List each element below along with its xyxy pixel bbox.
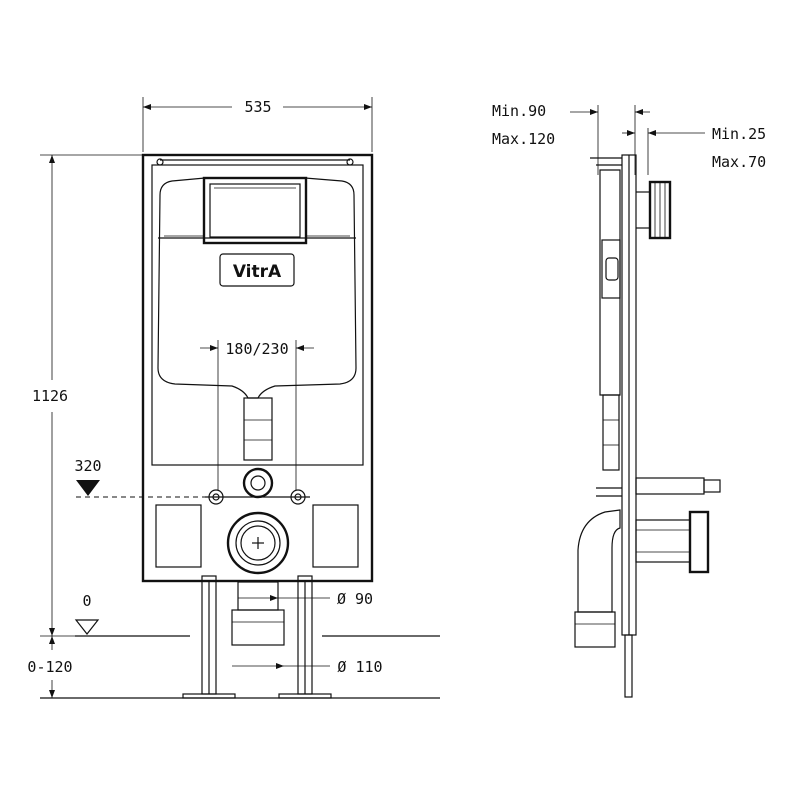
flush-spacing-dimension: 180/230	[200, 340, 314, 490]
inlet-height-label: 320	[74, 457, 101, 475]
depth-dimension: Min.90 Max.120	[492, 102, 650, 175]
height-dimension: 1126	[32, 154, 143, 637]
side-view: Min.90 Max.120 Min.25 Max.70	[492, 102, 766, 698]
floor-range-dimension: 0-120	[27, 636, 73, 698]
width-dimension: 535	[142, 97, 373, 152]
inlet-height-marker: 320	[74, 457, 205, 498]
side-drain-elbow	[574, 509, 621, 648]
wall-dimension: Min.25 Max.70	[622, 125, 766, 175]
height-dim-label: 1126	[32, 387, 68, 405]
pipe-inner-dimension: Ø 90	[238, 590, 373, 608]
floor-level-marker: 0	[74, 592, 100, 635]
side-inlet-stud	[596, 477, 721, 497]
flush-spacing-label: 180/230	[225, 340, 288, 358]
pipe-outer-dimension: Ø 110	[232, 658, 383, 676]
flush-pipe	[243, 397, 273, 461]
floor-level-label: 0	[82, 592, 91, 610]
brand-logo: VitrA	[219, 253, 295, 287]
left-panel	[155, 504, 202, 568]
pipe-inner-label: Ø 90	[337, 590, 373, 608]
side-flush-button	[636, 180, 672, 240]
width-dim-label: 535	[244, 98, 271, 116]
depth-min-label: Min.90	[492, 102, 546, 120]
legs	[182, 575, 332, 699]
front-view: 535 1126 0-120 0	[27, 97, 440, 699]
side-frame	[590, 154, 637, 698]
wall-max-label: Max.70	[712, 153, 766, 171]
pipe-outer-label: Ø 110	[337, 658, 382, 676]
connection-bracket	[205, 467, 310, 505]
right-panel	[312, 504, 359, 568]
side-cistern	[599, 169, 621, 471]
brand-logo-text: VitrA	[233, 262, 282, 282]
depth-max-label: Max.120	[492, 130, 555, 148]
cistern-tank	[157, 177, 357, 399]
wall-min-label: Min.25	[712, 125, 766, 143]
side-bowl-connector	[635, 510, 710, 574]
bowl-connector	[226, 511, 290, 575]
flush-valve-housing	[202, 176, 308, 245]
floor-range-label: 0-120	[27, 658, 72, 676]
drain-pipe	[231, 581, 285, 646]
frame	[141, 153, 374, 583]
